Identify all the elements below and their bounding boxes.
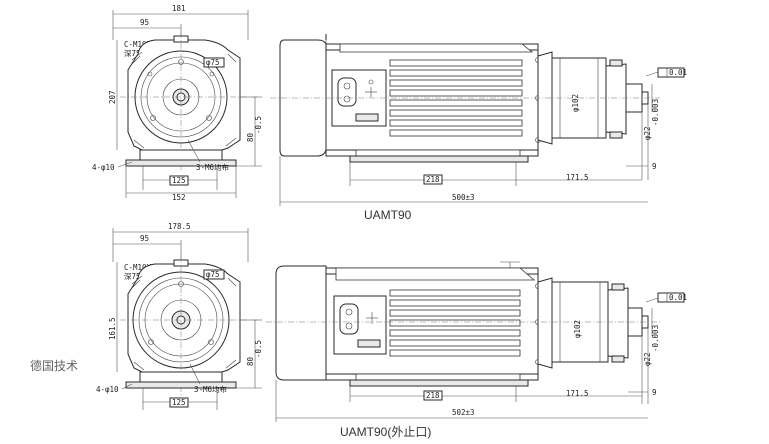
dim-front-length-b: 171.5 bbox=[566, 389, 589, 398]
dim-foot-spacing-b: 125 bbox=[172, 398, 186, 407]
flange-tag: φ75 bbox=[206, 58, 220, 67]
dim-shaft-dia: φ22 bbox=[643, 126, 652, 140]
foot-note-b: 4-φ10 bbox=[96, 385, 119, 394]
dim-half-width-b: 95 bbox=[140, 234, 149, 243]
bottom-front-view: 178.5 95 161.5 C-M10X20 深75均布 φ75 80 -0.… bbox=[96, 222, 263, 410]
dim-front-length: 171.5 bbox=[566, 173, 589, 182]
dim-foot-spacing: 125 bbox=[172, 176, 186, 185]
dim-shaft-height-tol: -0.5 bbox=[254, 116, 263, 134]
dim-overall-width: 181 bbox=[172, 4, 186, 13]
top-side-fins bbox=[389, 59, 523, 137]
flange-note-line1-b: C-M10X20 bbox=[124, 263, 161, 272]
dim-total-length-b: 502±3 bbox=[452, 408, 475, 417]
dim-foot-length: 218 bbox=[426, 175, 440, 184]
dim-shaft-height-b: 80 bbox=[246, 356, 255, 366]
bottom-caption: UAMT90(外止口) bbox=[340, 425, 431, 439]
side-text: 德国技术 bbox=[30, 358, 78, 373]
dim-height-b: 161.5 bbox=[108, 317, 117, 340]
dim-shaft-height: 80 bbox=[246, 132, 255, 142]
dim-shaft-dia-b: φ22 bbox=[643, 352, 652, 366]
dim-overall-width-b: 178.5 bbox=[168, 222, 191, 231]
flange-tag-b: φ75 bbox=[206, 270, 220, 279]
top-caption: UAMT90 bbox=[364, 208, 412, 222]
dim-body-dia-b: φ102 bbox=[573, 320, 582, 338]
hole-note: 3-M6均布 bbox=[196, 162, 230, 172]
foot-note: 4-φ10 bbox=[92, 163, 115, 172]
dim-total-length: 500±3 bbox=[452, 193, 475, 202]
dim-foot-length-b: 218 bbox=[426, 391, 440, 400]
bottom-side-fins bbox=[389, 289, 521, 357]
top-front-view: 181 95 207 C-M10X20 深75均布 φ75 bbox=[92, 4, 263, 202]
dim-shaft-tol: -0.003 bbox=[651, 99, 660, 126]
dim-shaft-end-b: 9 bbox=[652, 388, 657, 397]
dim-shaft-end: 9 bbox=[652, 162, 657, 171]
dim-height: 207 bbox=[108, 90, 117, 104]
dim-shaft-tol-b: -0.003 bbox=[651, 325, 660, 352]
tol-box-value: 0.01 bbox=[669, 68, 687, 77]
top-side-view: φ102 φ22 -0.003 0.01 9 218 171.5 500±3 bbox=[270, 34, 687, 206]
flange-note-line1: C-M10X20 bbox=[124, 40, 161, 49]
bottom-side-view: φ102 φ22 -0.003 0.01 9 218 171.5 502±3 bbox=[266, 261, 687, 422]
hole-note-b: 3-M6均布 bbox=[194, 384, 228, 394]
dim-half-width: 95 bbox=[140, 18, 149, 27]
tol-box-value-b: 0.01 bbox=[669, 293, 687, 302]
dim-foot-width: 152 bbox=[172, 193, 186, 202]
dim-body-dia: φ102 bbox=[571, 94, 580, 112]
dim-shaft-height-tol-b: -0.5 bbox=[254, 340, 263, 358]
